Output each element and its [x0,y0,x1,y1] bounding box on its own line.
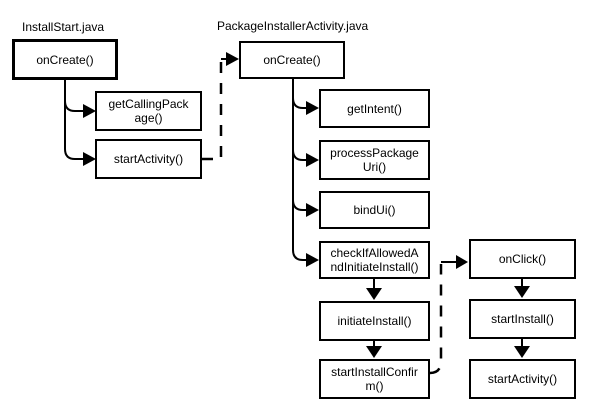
edge-pia-oncreate-to-getintent [292,79,319,115]
node-checkifallowedandinitiateinstall: checkIfAllowedA ndInitiateInstall() [319,241,430,279]
node-processpackageuri: processPackage Uri() [319,140,430,180]
node-dialog-startactivity: startActivity() [469,359,576,399]
edge-startinstallconfirm-to-onclick-dashed [429,255,468,375]
edge-pia-oncreate-to-bindui [292,79,319,217]
node-onclick: onClick() [469,239,576,279]
edge-onclick-to-startinstall [514,279,530,298]
node-bindui: bindUi() [319,191,430,229]
edge-checkifallowed-to-initiateinstall [366,279,382,300]
node-getintent: getIntent() [319,89,430,128]
edge-startactivity-to-pia-oncreate-dashed [202,52,239,161]
node-installstart-startactivity: startActivity() [95,139,202,179]
edge-initiateinstall-to-startinstallconfirm [366,341,382,358]
edge-startinstall-to-startactivity [514,339,530,358]
node-initiateinstall: initiateInstall() [319,301,430,341]
node-pia-oncreate: onCreate() [239,41,345,79]
file-label-packageinstalleractivity: PackageInstallerActivity.java [217,19,369,33]
file-label-installstart: InstallStart.java [22,20,105,34]
node-installstart-oncreate: onCreate() [12,39,118,80]
node-startinstall: startInstall() [469,299,576,339]
edge-pia-oncreate-to-processpackageuri [292,79,319,167]
edge-oncreate-to-getcallingpackage [64,80,96,118]
edge-pia-oncreate-to-checkifallowed [292,79,319,267]
edge-oncreate-to-startactivity [64,80,96,166]
node-startinstallconfirm: startInstallConfir m() [319,359,430,399]
node-getcallingpackage: getCallingPack age() [95,91,202,131]
